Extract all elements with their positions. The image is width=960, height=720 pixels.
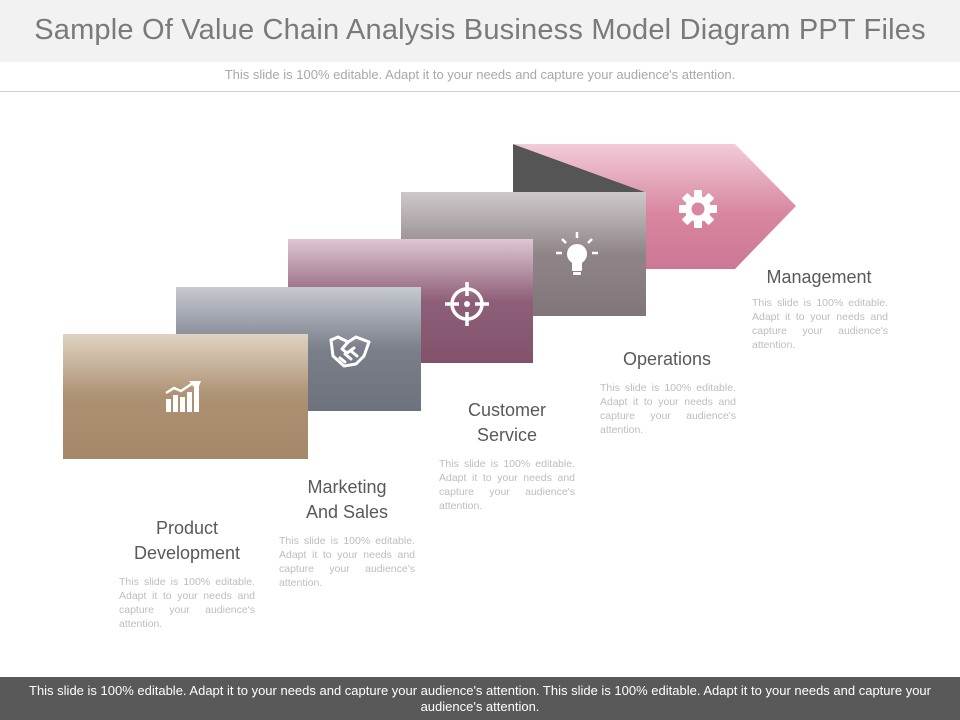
step-label-line: Development <box>133 543 241 563</box>
bar-chart-icon <box>165 381 201 412</box>
step-label-marketing: Marketing And Sales <box>256 475 438 525</box>
step-label-line: Product <box>155 518 219 538</box>
step-management <box>513 144 796 269</box>
step-label-line: And Sales <box>305 502 389 522</box>
step-label-operations: Operations <box>576 347 758 372</box>
target-icon <box>445 282 489 326</box>
step-label-line: Customer <box>467 400 547 420</box>
step-desc-customer: This slide is 100% editable. Adapt it to… <box>439 458 575 512</box>
step-desc-product: This slide is 100% editable. Adapt it to… <box>119 576 255 630</box>
step-product-development <box>63 334 308 459</box>
slide-title: Sample Of Value Chain Analysis Business … <box>34 14 926 46</box>
footer-banner: This slide is 100% editable. Adapt it to… <box>0 677 960 720</box>
step-label-product: Product Development <box>96 516 278 566</box>
lightbulb-icon <box>556 232 598 275</box>
step-desc-marketing: This slide is 100% editable. Adapt it to… <box>279 535 415 589</box>
product-panel <box>63 334 308 459</box>
management-panel <box>513 144 796 269</box>
header-divider <box>0 91 960 92</box>
step-label-line: Operations <box>622 349 712 369</box>
step-label-line: Management <box>766 267 872 287</box>
step-label-customer: Customer Service <box>416 398 598 448</box>
step-label-line: Service <box>476 425 538 445</box>
gear-icon <box>679 190 717 228</box>
handshake-icon <box>329 335 371 368</box>
title-bar <box>0 0 960 62</box>
step-label-management: Management <box>728 265 910 290</box>
step-desc-management: This slide is 100% editable. Adapt it to… <box>752 297 888 351</box>
slide-subtitle: This slide is 100% editable. Adapt it to… <box>224 67 736 82</box>
step-desc-operations: This slide is 100% editable. Adapt it to… <box>600 382 736 436</box>
step-label-line: Marketing <box>307 477 387 497</box>
